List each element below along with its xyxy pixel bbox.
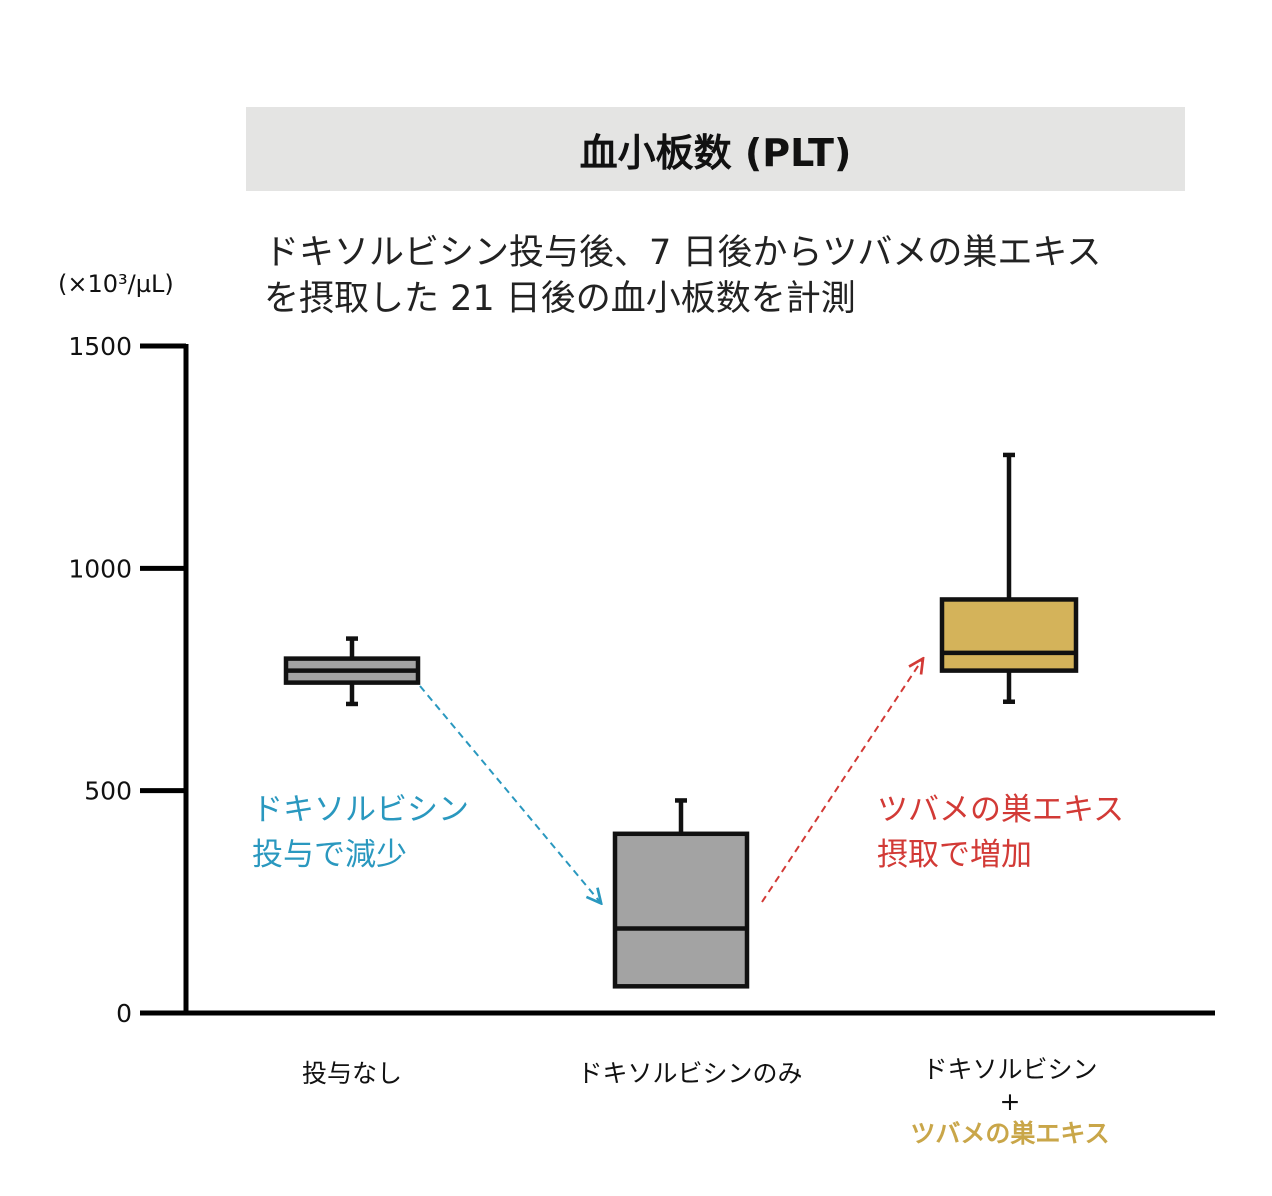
box-1: [283, 636, 421, 707]
box-iqr: [939, 597, 1079, 673]
box-3: [939, 452, 1079, 704]
category-label-doxorubicin-nest: ドキソルビシン + ツバメの巣エキス: [890, 1054, 1130, 1150]
category-3-line-2: ツバメの巣エキス: [910, 1119, 1110, 1148]
increase-line-1: ツバメの巣エキス: [877, 792, 1125, 828]
y-tick-label-500: 500: [84, 777, 132, 806]
box-iqr: [612, 831, 750, 989]
decrease-line-2: 投与で減少: [252, 837, 407, 873]
y-axis-unit: (×10³/µL): [58, 270, 174, 298]
increase-annotation: ツバメの巣エキス 摂取で増加: [877, 788, 1124, 878]
y-tick-label-1500: 1500: [68, 332, 132, 361]
subtitle-line-1: ドキソルビシン投与後、7 日後からツバメの巣エキス: [264, 233, 1102, 273]
category-3-plus: +: [999, 1087, 1021, 1116]
increase-line-2: 摂取で増加: [877, 837, 1032, 873]
category-3-line-1: ドキソルビシン: [922, 1055, 1098, 1084]
increase-arrow: [761, 660, 922, 903]
y-tick-label-1000: 1000: [68, 554, 132, 583]
decrease-line-1: ドキソルビシン: [252, 792, 469, 828]
category-label-doxorubicin: ドキソルビシンのみ: [577, 1059, 803, 1088]
decrease-arrow: [419, 685, 600, 902]
subtitle-line-2: を摂取した 21 日後の血小板数を計測: [264, 279, 856, 319]
title-bar: 血小板数 (PLT): [246, 107, 1185, 191]
box-2: [612, 798, 750, 989]
decrease-annotation: ドキソルビシン 投与で減少: [252, 788, 469, 878]
chart-title: 血小板数 (PLT): [579, 130, 852, 175]
y-tick-label-0: 0: [116, 999, 132, 1028]
subtitle: ドキソルビシン投与後、7 日後からツバメの巣エキス を摂取した 21 日後の血小…: [264, 230, 1224, 322]
category-label-control: 投与なし: [301, 1059, 402, 1088]
